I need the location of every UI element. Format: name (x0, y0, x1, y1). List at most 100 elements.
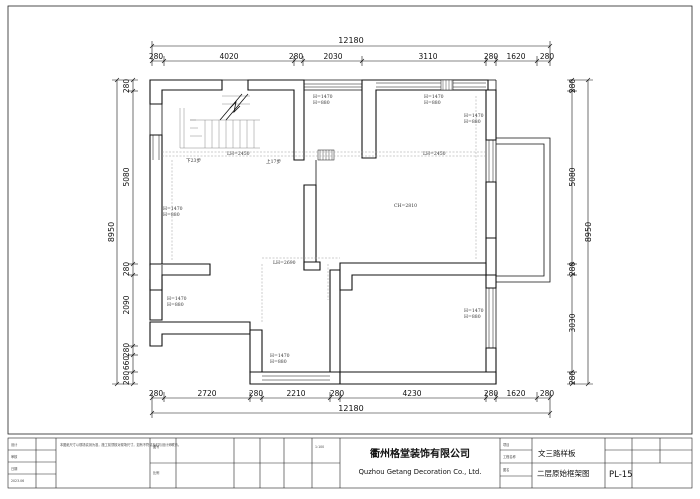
bottom-dim-2: 2720 (197, 389, 216, 398)
balcony-outline (496, 137, 551, 283)
label-beam-right: LH=2450 (423, 151, 446, 157)
tb-label-8: 工程名称 (503, 454, 517, 459)
label-win-bottom: H=1470 (270, 353, 290, 359)
bottom-dim-6: 4230 (402, 389, 421, 398)
bottom-dim-7: 280 (484, 389, 499, 398)
label-win-top-right: H=1470 (424, 94, 444, 100)
wall-bath-left (249, 329, 263, 373)
walls (149, 79, 497, 385)
tb-label-3: 日期 (11, 466, 17, 471)
top-dim-5: 3110 (418, 52, 437, 61)
wall-bedroom-top (149, 263, 211, 291)
wall-left-bedroom (149, 321, 251, 347)
right-total-dim: 8950 (584, 222, 593, 242)
top-dim-4: 2030 (323, 52, 342, 61)
bottom-dim-5: 280 (330, 389, 345, 398)
label-win-right-lower: H=1470 (464, 308, 484, 314)
bottom-total-dim: 12180 (338, 404, 363, 413)
staircase (179, 95, 260, 149)
wall-lower-partition (329, 269, 341, 373)
bottom-dim-3: 280 (249, 389, 264, 398)
room-labels: H=1470 H=880 H=1470 H=880 H=1470 H=880 H… (163, 94, 484, 365)
label-win-top-mid: H=1470 (313, 94, 333, 100)
label-stair-up: 上17步 (266, 158, 281, 165)
drawing-number: PL-15 (609, 470, 633, 480)
wall-right-corner (485, 274, 497, 289)
hatch-lines (319, 80, 453, 160)
tb-notes: 本图纸尺寸以现场实测为准，施工前须核对现场尺寸，如有不符请及时与设计师联系。 (60, 442, 181, 447)
label-win-right-lower-b: H=880 (464, 314, 481, 320)
stair-break-symbol (219, 93, 249, 121)
left-total-dim: 8950 (107, 222, 116, 242)
left-dim-3: 280 (122, 262, 131, 277)
left-dim-7: 280 (122, 371, 131, 386)
right-dim-3: 280 (568, 262, 577, 277)
top-total-dim: 12180 (338, 36, 363, 45)
label-win-top-mid-b: H=880 (313, 100, 330, 106)
wall-right-mid (485, 181, 497, 239)
left-dim-4: 2090 (122, 295, 131, 314)
tb-label-6: 项目 (503, 443, 509, 447)
wall-left-upper (149, 134, 163, 266)
project-name: 文三路样板 (538, 448, 576, 458)
label-win-bottom-b: H=880 (270, 359, 287, 365)
top-dim-2: 4020 (219, 52, 238, 61)
left-dim-1: 280 (122, 79, 131, 94)
wall-bottom-mid (249, 371, 341, 385)
drawing-title: 二层原始框架图 (537, 468, 590, 478)
title-block (7, 437, 693, 489)
label-beam-center: LH=2690 (273, 260, 296, 266)
wall-top-left (149, 79, 223, 105)
top-dim-6: 280 (484, 52, 499, 61)
tb-label-5: 比例 (153, 470, 159, 475)
column-hatches (317, 79, 454, 161)
tb-label-4: 图号 (153, 444, 159, 449)
drawing-border (7, 5, 693, 435)
wall-right-top (485, 89, 497, 141)
beam-lines (162, 96, 486, 322)
label-ceiling: CH=2810 (394, 203, 417, 209)
label-win-left-mid-b: H=880 (163, 212, 180, 218)
label-win-right-upper: H=1470 (464, 113, 484, 119)
right-dim-1: 280 (568, 79, 577, 94)
column-hatch-2 (440, 79, 454, 91)
wall-right-lower (485, 237, 497, 276)
left-dim-5: 280 (122, 343, 131, 358)
label-win-top-right-b: H=880 (424, 100, 441, 106)
label-win-left-lower: H=1470 (167, 296, 187, 302)
windows (152, 82, 494, 381)
wall-center-corner (303, 261, 321, 271)
company-name-en: Quzhou Getang Decoration Co., Ltd. (359, 468, 482, 476)
top-dim-1: 280 (149, 52, 164, 61)
bottom-dimensions (149, 392, 553, 418)
right-dim-5: 280 (568, 371, 577, 386)
wall-top-right (361, 79, 489, 159)
tb-label-1: 设计 (11, 442, 18, 447)
top-dim-7: 1620 (506, 52, 525, 61)
left-dimensions (112, 77, 138, 387)
label-win-right-upper-b: H=880 (464, 119, 481, 125)
right-dim-4: 3030 (568, 313, 577, 332)
left-dim-2: 5080 (122, 167, 131, 186)
company-name-cn: 衢州格堂装饰有限公司 (370, 447, 470, 460)
right-dim-2: 5080 (568, 167, 577, 186)
label-stair-down: 下23步 (186, 158, 201, 164)
label-win-left-mid: H=1470 (163, 206, 183, 212)
right-dimensions (567, 77, 593, 387)
left-dim-6: 660 (122, 356, 131, 371)
outer-outline (149, 79, 497, 348)
bottom-dim-9: 280 (540, 389, 555, 398)
tb-label-7: 图名 (503, 467, 509, 472)
bottom-dim-8: 1620 (506, 389, 525, 398)
tb-value-scale: 1:100 (315, 445, 324, 449)
label-beam-left: LH=2450 (227, 151, 250, 157)
top-dim-8: 280 (540, 52, 555, 61)
top-dimensions (149, 41, 553, 66)
label-win-left-lower-b: H=880 (167, 302, 184, 308)
wall-bottom-right (339, 371, 497, 385)
wall-center-vertical (303, 184, 317, 271)
tb-value-date: 2023.06 (11, 479, 24, 483)
wall-lower-bedroom-top (339, 262, 487, 291)
